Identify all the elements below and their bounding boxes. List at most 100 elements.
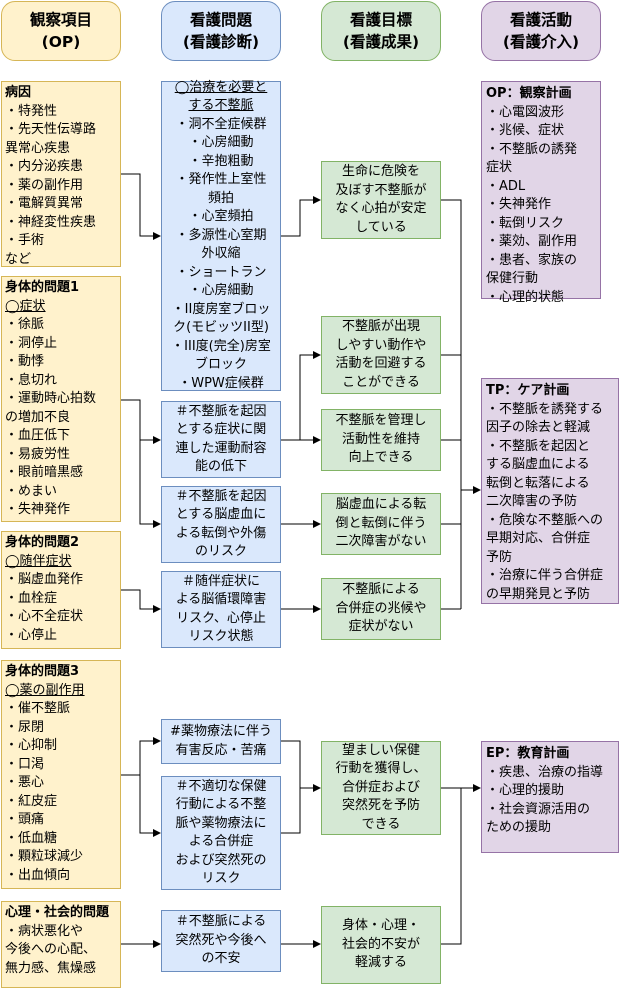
text-line: している	[355, 219, 407, 235]
connector-physical3-to-health	[139, 775, 161, 837]
op-physical1-subtitle: ◯症状	[5, 298, 46, 314]
text-line: ・薬の副作用	[5, 177, 84, 193]
goal-maintain-activity-box: 不整脈を管理し活動性を維持向上できる	[321, 409, 441, 471]
text-line: ＃不適切な保健	[175, 778, 267, 794]
text-line: ・出血傾向	[5, 867, 71, 883]
text-line: 行動による不整	[175, 797, 267, 812]
header-nursing-action-line2: (看護介入)	[502, 33, 580, 51]
text-line: ・病状悪化や	[5, 923, 84, 939]
text-line: ・血栓症	[5, 590, 58, 606]
text-line: ク(モビッツII型)	[173, 320, 269, 336]
text-line: 二次障害がない	[335, 534, 427, 550]
text-line: 転倒と転落による	[486, 475, 590, 491]
text-line: ・動悸	[5, 354, 45, 369]
action-ep-plan-box: EP：教育計画 ・疾患、治療の指導・心理的援助・社会資源活用のための援助	[481, 741, 619, 853]
text-line: ・運動時心拍数	[5, 391, 97, 406]
text-line: ・頭痛	[5, 812, 45, 827]
text-line: ・失神発作	[5, 502, 71, 517]
connector-physical1-to-exercise	[121, 399, 161, 444]
text-line: 今後への心配、	[5, 942, 97, 957]
problem-health-behavior-text: ＃不適切な保健行動による不整脈や薬物療法による合併症および突然死のリスク	[165, 778, 277, 889]
text-line: 外収縮	[201, 246, 241, 262]
connector-exercise-to-avoid	[281, 351, 321, 441]
text-line: ・心房細動	[188, 135, 254, 151]
text-line: ・電解質異常	[5, 196, 84, 211]
action-tp-plan-box: TP：ケア計画 ・不整脈を誘発する因子の除去と軽減・不整脈を起因とする脳虚血によ…	[481, 378, 619, 604]
goal-stable-heartbeat-text: 生命に危険を及ぼす不整脈がなく心拍が安定している	[325, 163, 437, 237]
text-line: 突然死や今後へ	[175, 932, 267, 948]
text-line: 早期対応、合併症	[486, 531, 591, 546]
text-line: ことができる	[342, 374, 420, 390]
text-line: ・辛抱粗動	[188, 153, 254, 169]
header-nursing-problem-line2: (看護診断)	[182, 33, 260, 51]
problem-fall-risk-text: ＃不整脈を起因とする脳虚血による転倒や外傷のリスク	[165, 488, 277, 562]
text-line: ・薬効、副作用	[486, 234, 578, 249]
op-physical3-title: 身体的問題3	[5, 664, 80, 679]
op-psychosocial-list: ・病状悪化や今後への心配、無力感、焦燥感	[5, 923, 117, 979]
text-line: ・内分泌疾患	[5, 159, 84, 174]
text-line: 保健行動	[486, 271, 539, 286]
goal-health-behavior-box: 望ましい保健行動を獲得し、合併症および突然死を予防できる	[321, 741, 441, 835]
text-line: ブロック	[194, 357, 247, 373]
text-line: ・顆粒球減少	[5, 849, 84, 864]
op-physical2-list: ・脳虚血発作・血栓症・心不全症状・心停止	[5, 571, 117, 645]
op-physical2-subtitle: ◯随伴症状	[5, 553, 72, 569]
connector-physical2-to-circulation	[121, 589, 161, 613]
text-line: 合併症および	[341, 779, 420, 795]
connector-drug-to-behavior	[281, 740, 321, 792]
text-line: の増加不良	[5, 409, 71, 425]
text-line: および突然死の	[175, 852, 267, 868]
problem-anxiety-text: ＃不整脈による突然死や今後への不安	[165, 913, 277, 969]
text-line: ・不整脈を起因と	[486, 438, 591, 454]
op-physical1-box: 身体的問題1 ◯症状 ・徐脈・洞停止・動悸・息切れ・運動時心拍数の増加不良・血圧…	[1, 276, 121, 522]
text-line: よる合併症	[188, 834, 254, 849]
text-line: #薬物療法に伴う	[170, 724, 272, 739]
text-line: の不安	[201, 951, 241, 967]
text-line: ＃不整脈を起因	[175, 403, 267, 419]
text-line: 頻拍	[207, 190, 234, 206]
text-line: ・心理的状態	[486, 289, 565, 305]
text-line: 能の低下	[194, 459, 247, 474]
text-line: 及ぼす不整脈が	[335, 182, 427, 198]
connector-goals-to-tp	[441, 199, 480, 610]
header-observation-line1: 観察項目	[29, 11, 92, 29]
connector-physical1-to-fallrisk	[139, 440, 161, 528]
problem-circulation-risk-box: ＃随伴症状による脳循環障害リスク、心停止リスク状態	[161, 571, 281, 648]
problem-drug-reaction-text: #薬物療法に伴う有害反応・苦痛	[165, 723, 277, 760]
text-line: ・危険な不整脈への	[486, 512, 604, 528]
goal-health-behavior-text: 望ましい保健行動を獲得し、合併症および突然死を予防できる	[325, 742, 437, 835]
text-line: ・心室頻拍	[188, 209, 254, 225]
text-line: リスク状態	[188, 629, 254, 644]
op-physical3-subtitle: ◯薬の副作用	[5, 682, 85, 698]
text-line: 予防	[486, 549, 513, 565]
header-nursing-problem-line1: 看護問題	[189, 11, 252, 29]
action-tp-plan-title: TP：ケア計画	[486, 383, 570, 398]
op-physical1-title: 身体的問題1	[5, 280, 80, 295]
op-physical1-list: ・徐脈・洞停止・動悸・息切れ・運動時心拍数の増加不良・血圧低下・易疲労性・眼前暗…	[5, 316, 117, 520]
text-line: ・手術	[5, 233, 45, 248]
text-line: 行動を獲得し、	[335, 761, 427, 777]
text-line: 軽減する	[354, 955, 407, 971]
goal-anxiety-reduced-box: 身体・心理・社会的不安が軽減する	[321, 906, 441, 984]
connector-health-to-behavior	[281, 788, 301, 834]
text-line: ・治療に伴う合併症	[486, 568, 604, 583]
text-line: ・WPW症候群	[178, 375, 264, 391]
text-line: 無力感、焦燥感	[5, 960, 97, 976]
op-psychosocial-box: 心理・社会的問題 ・病状悪化や今後への心配、無力感、焦燥感	[1, 901, 121, 988]
text-line: ・催不整脈	[5, 701, 71, 716]
text-line: ・心理的援助	[486, 783, 565, 798]
problem-health-behavior-box: ＃不適切な保健行動による不整脈や薬物療法による合併症および突然死のリスク	[161, 776, 281, 890]
action-tp-plan-list: ・不整脈を誘発する因子の除去と軽減・不整脈を起因とする脳虚血による転倒と転落によ…	[486, 401, 614, 605]
op-physical3-box: 身体的問題3 ◯薬の副作用 ・催不整脈・尿閉・心抑制・口渇・悪心・紅皮症・頭痛・…	[1, 660, 121, 889]
text-line: 不整脈が出現	[341, 319, 420, 334]
op-psychosocial-title: 心理・社会的問題	[5, 905, 110, 920]
text-line: ・II度房室ブロッ	[171, 301, 271, 317]
text-line: ・先天性伝導路	[5, 122, 97, 137]
text-line: リスク、心停止	[176, 610, 266, 626]
text-line: する脳虚血による	[486, 457, 590, 472]
goal-anxiety-reduced-text: 身体・心理・社会的不安が軽減する	[325, 917, 437, 973]
text-line: ・不整脈を誘発する	[486, 401, 604, 417]
text-line: とする脳虚血に	[175, 507, 267, 522]
problem-arrhythmia-text: ◯治療を必要とする不整脈・洞不全症候群・心房細動・辛抱粗動・発作性上室性頻拍・心…	[165, 79, 277, 394]
connector-etiology-to-arrhythmia	[121, 173, 161, 240]
